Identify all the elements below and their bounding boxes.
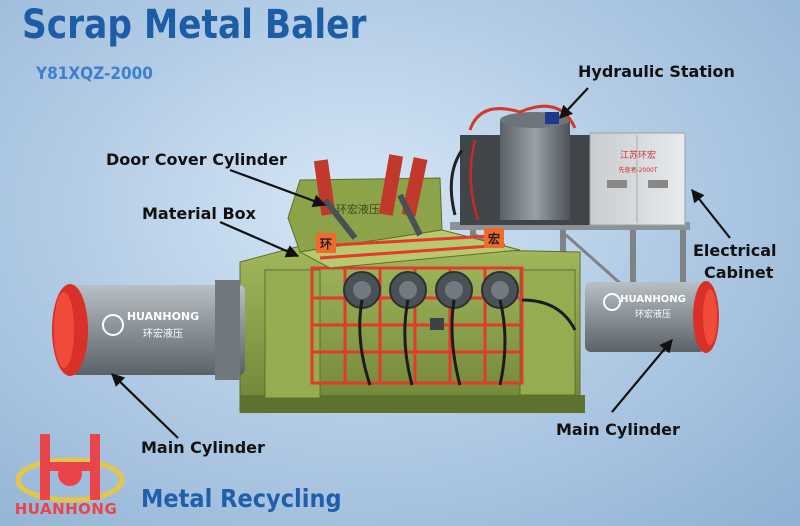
page-title: Scrap Metal Baler	[22, 2, 367, 48]
label-hydraulic-station: Hydraulic Station	[578, 62, 735, 81]
cabinet-model-text: 先驱者-2000T	[618, 166, 657, 174]
cylinder-cn-left: 环宏液压	[143, 327, 183, 340]
arrow-main-cylinder-left	[111, 373, 179, 439]
model-number: Y81XQZ-2000	[36, 64, 153, 84]
label-main-cylinder-left: Main Cylinder	[141, 438, 265, 457]
main-cylinder-left: HUANHONG 环宏液压	[52, 280, 245, 380]
press-cn-text: 环宏液压	[336, 202, 380, 216]
arrow-electrical-cabinet	[691, 188, 731, 239]
box-char-2: 宏	[488, 231, 500, 246]
arrow-material-box	[219, 220, 300, 258]
hydraulic-station	[449, 104, 598, 225]
label-material-box: Material Box	[142, 204, 256, 223]
tagline: Metal Recycling	[141, 484, 342, 513]
press-body	[239, 245, 585, 413]
electrical-cabinet: 江苏环宏 先驱者-2000T	[589, 132, 686, 226]
cabinet-cn-text: 江苏环宏	[620, 149, 656, 161]
label-electrical-cabinet-line2: Cabinet	[704, 263, 774, 282]
arrow-hydraulic-station	[559, 87, 589, 119]
label-main-cylinder-right: Main Cylinder	[556, 420, 680, 439]
huanhong-logo	[15, 434, 125, 503]
cylinder-brand-right: HUANHONG	[620, 294, 686, 305]
cylinder-cn-right: 环宏液压	[635, 308, 671, 320]
arrow-door-cover-cylinder	[229, 168, 327, 208]
cylinder-brand-left: HUANHONG	[127, 310, 199, 323]
arrow-main-cylinder-right	[611, 338, 673, 413]
label-electrical-cabinet-line1: Electrical	[693, 241, 777, 260]
main-cylinder-right: HUANHONG 环宏液压	[585, 281, 719, 353]
box-char-1: 环	[320, 237, 332, 251]
logo-text: HUANHONG	[14, 500, 118, 518]
door-cover-cylinders	[313, 154, 428, 240]
label-door-cover-cylinder: Door Cover Cylinder	[106, 150, 287, 169]
callout-arrows	[111, 87, 731, 439]
